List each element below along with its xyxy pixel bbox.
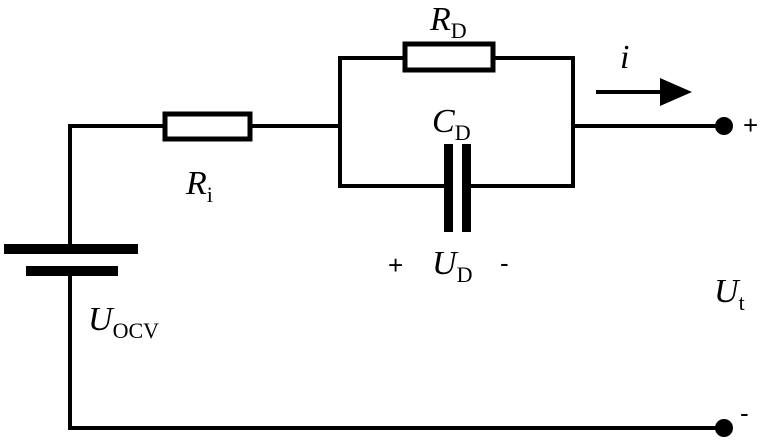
capacitor-cd bbox=[444, 144, 471, 232]
battery-top-wire bbox=[68, 124, 167, 252]
u-d-minus-sign: - bbox=[500, 248, 509, 278]
battery-short-plate bbox=[26, 266, 118, 276]
label-u-t: Ut bbox=[714, 273, 745, 315]
terminal-minus-sign: - bbox=[740, 398, 749, 428]
capacitor-left-plate bbox=[444, 144, 453, 232]
resistor-ri bbox=[162, 111, 253, 142]
label-ri: Ri bbox=[185, 165, 213, 207]
terminal-plus-sign: + bbox=[743, 110, 758, 140]
resistor-rd bbox=[402, 41, 496, 73]
label-rd: RD bbox=[429, 1, 467, 43]
current-arrow bbox=[596, 78, 692, 106]
battery-bottom-wire bbox=[68, 268, 726, 430]
label-cd: CD bbox=[432, 103, 471, 145]
battery-long-plate bbox=[4, 244, 138, 254]
u-d-plus-sign: + bbox=[388, 250, 403, 280]
positive-terminal bbox=[715, 117, 733, 135]
negative-terminal bbox=[715, 419, 733, 437]
label-u-d: UD bbox=[432, 245, 472, 287]
wires bbox=[68, 56, 726, 430]
label-current-i: i bbox=[620, 39, 629, 76]
capacitor-right-plate bbox=[462, 144, 471, 232]
label-u-ocv: UOCV bbox=[88, 301, 159, 343]
battery-symbol bbox=[4, 244, 138, 276]
